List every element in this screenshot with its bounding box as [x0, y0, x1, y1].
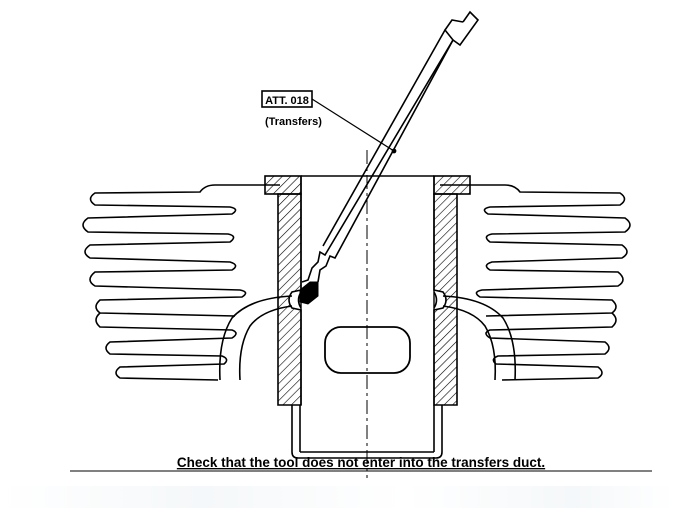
tool-label-code: ATT. 018	[265, 95, 309, 107]
cylinder-wall-left	[277, 193, 302, 406]
tool-label-box	[261, 90, 313, 108]
tool-label-sub: (Transfers)	[265, 116, 322, 128]
tool-att-018	[301, 10, 480, 283]
bottom-watermark-band	[0, 486, 675, 508]
left-cooling-fins	[82, 184, 280, 381]
tool-tip	[299, 281, 319, 305]
caption: Check that the tool does not enter into …	[177, 455, 545, 470]
transfer-duct-right	[442, 295, 517, 381]
label-leader	[311, 98, 397, 154]
cylinder-wall-right	[433, 193, 458, 406]
cylinder-flange	[264, 175, 471, 195]
right-cooling-fins	[440, 184, 631, 381]
transfer-duct-left	[218, 295, 293, 381]
